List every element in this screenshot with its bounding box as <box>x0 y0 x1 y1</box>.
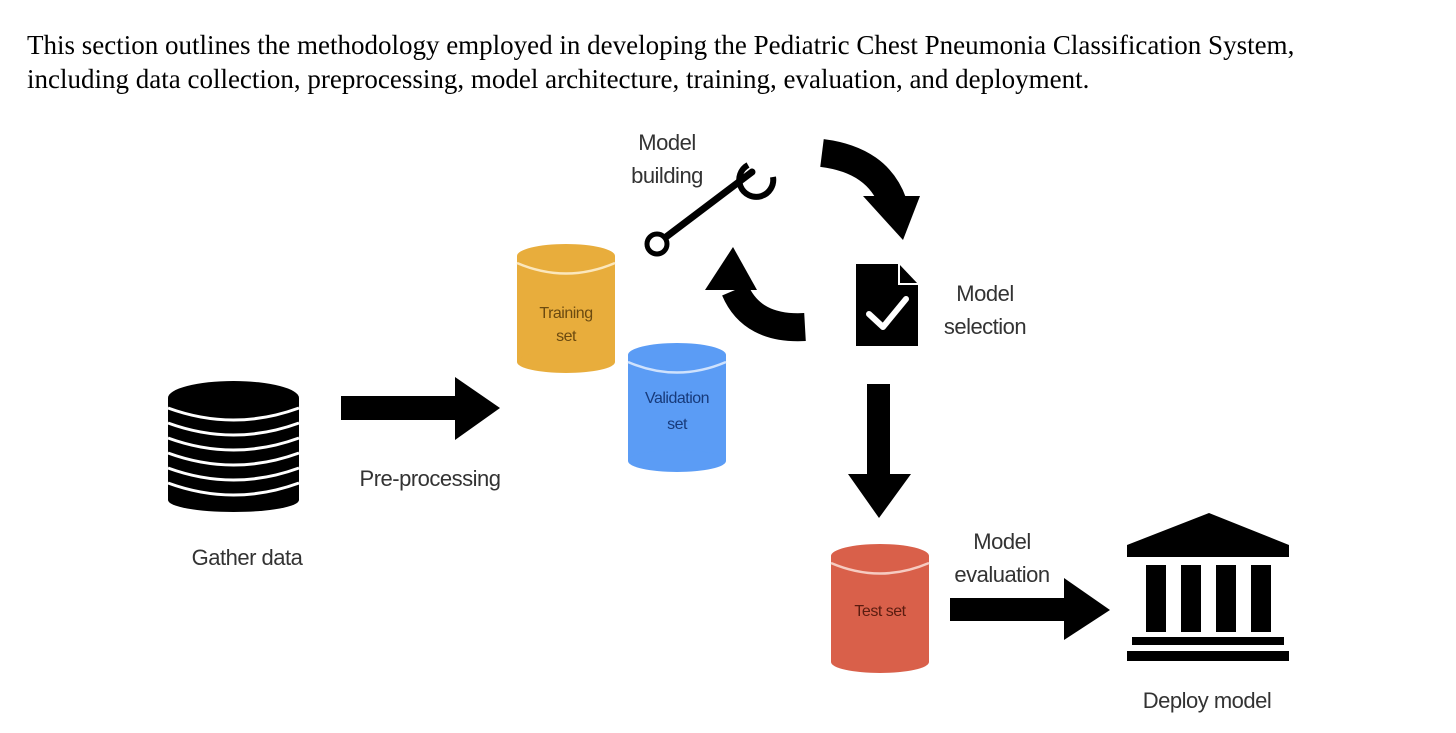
intro-line-2: including data collection, preprocessing… <box>27 64 1090 94</box>
model-selection-label-1: Model <box>956 281 1013 306</box>
institution-icon <box>1127 513 1289 661</box>
database-icon <box>167 381 300 512</box>
training-set-cylinder: Training set <box>516 244 616 373</box>
wrench-icon <box>644 162 777 257</box>
validation-set-cylinder: Validation set <box>627 343 727 472</box>
model-evaluation-label-1: Model <box>973 529 1030 554</box>
validation-set-label-2: set <box>667 416 688 433</box>
training-set-label-1: Training <box>539 305 592 322</box>
gather-data-label: Gather data <box>192 545 304 570</box>
arrow-evaluation <box>950 578 1110 640</box>
intro-paragraph: This section outlines the methodology em… <box>27 28 1447 96</box>
intro-line-1: This section outlines the methodology em… <box>27 30 1295 60</box>
document-check-icon <box>856 264 918 346</box>
training-set-label-2: set <box>556 328 577 345</box>
arrow-selection-to-building <box>705 247 806 342</box>
model-selection-label-2: selection <box>944 314 1026 339</box>
test-set-label: Test set <box>854 603 906 620</box>
deploy-model-label: Deploy model <box>1143 688 1272 713</box>
validation-set-label-1: Validation <box>645 390 709 407</box>
arrow-preprocess <box>341 377 500 440</box>
model-building-label-1: Model <box>638 130 695 155</box>
model-evaluation-label-2: evaluation <box>954 562 1049 587</box>
model-building-label-2: building <box>631 163 703 188</box>
arrow-selection-to-test <box>848 384 911 518</box>
arrow-building-to-selection <box>819 139 920 240</box>
preprocessing-label: Pre-processing <box>360 466 501 491</box>
test-set-cylinder: Test set <box>830 544 930 673</box>
